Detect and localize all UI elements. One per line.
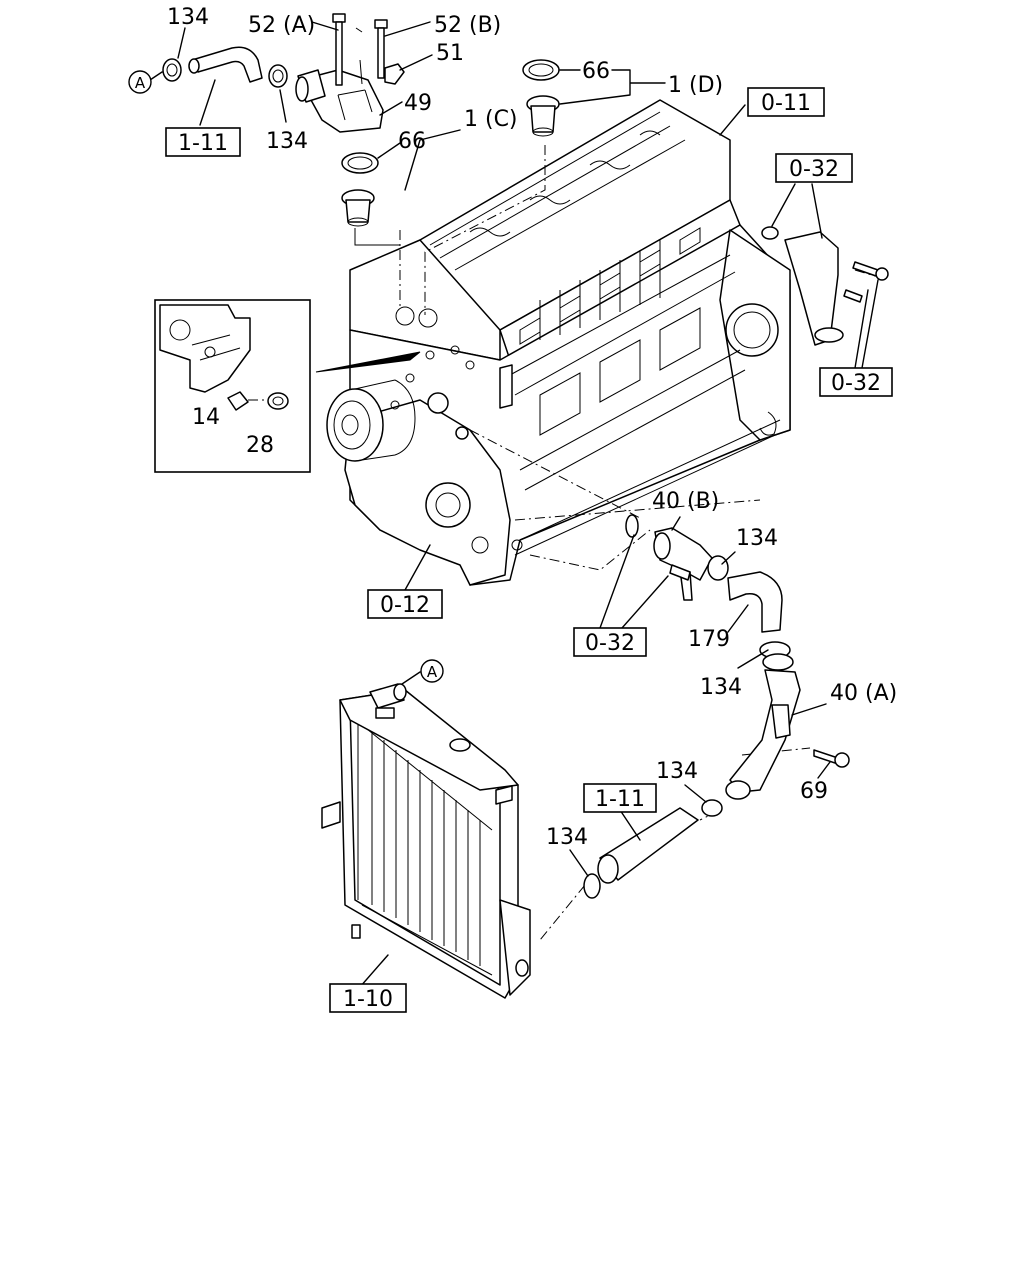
callout-lines xyxy=(149,21,879,988)
label-134-top-left: 134 xyxy=(167,5,209,30)
ref-1-11-bottom: 1-11 xyxy=(595,787,645,812)
label-66-top: 66 xyxy=(582,59,610,84)
label-28: 28 xyxy=(246,433,274,458)
reference-boxes: 1-11 0-11 0-32 0-32 0-12 0-32 1-11 1-10 xyxy=(165,87,893,1013)
marker-a-radiator: A xyxy=(427,663,438,681)
ref-1-11-top: 1-11 xyxy=(178,131,228,156)
label-52b: 52 (B) xyxy=(434,13,501,38)
ref-0-11: 0-11 xyxy=(761,91,811,116)
label-66-mid: 66 xyxy=(398,129,426,154)
marker-a-top: A xyxy=(135,74,146,92)
ref-0-12: 0-12 xyxy=(380,593,430,618)
ref-0-32-b: 0-32 xyxy=(831,371,881,396)
label-134-right-2: 134 xyxy=(700,675,742,700)
lower-hose-group xyxy=(583,261,889,899)
thermostat-parts xyxy=(341,59,560,227)
label-69: 69 xyxy=(800,779,828,804)
ref-1-10: 1-10 xyxy=(343,987,393,1012)
label-40b: 40 (B) xyxy=(652,489,719,514)
detail-inset xyxy=(154,299,421,473)
upper-hose-group xyxy=(162,13,405,133)
label-40a: 40 (A) xyxy=(830,681,897,706)
radiator xyxy=(321,683,531,999)
label-179: 179 xyxy=(688,627,730,652)
label-1d: 1 (D) xyxy=(668,73,723,98)
part-numbers: 134 52 (A) 52 (B) 51 66 1 (D) 49 134 1 (… xyxy=(167,5,897,850)
label-134-left: 134 xyxy=(266,129,308,154)
label-134-bottom-left: 134 xyxy=(546,825,588,850)
label-51: 51 xyxy=(436,41,464,66)
label-52a: 52 (A) xyxy=(248,13,315,38)
ref-0-32-c: 0-32 xyxy=(585,631,635,656)
connection-markers: A A xyxy=(128,70,444,683)
label-134-right: 134 xyxy=(736,526,778,551)
label-14: 14 xyxy=(192,405,220,430)
label-49: 49 xyxy=(404,91,432,116)
ref-0-32-a: 0-32 xyxy=(789,157,839,182)
label-134-bottom: 134 xyxy=(656,759,698,784)
engine-block xyxy=(326,99,844,586)
label-1c: 1 (C) xyxy=(464,107,518,132)
